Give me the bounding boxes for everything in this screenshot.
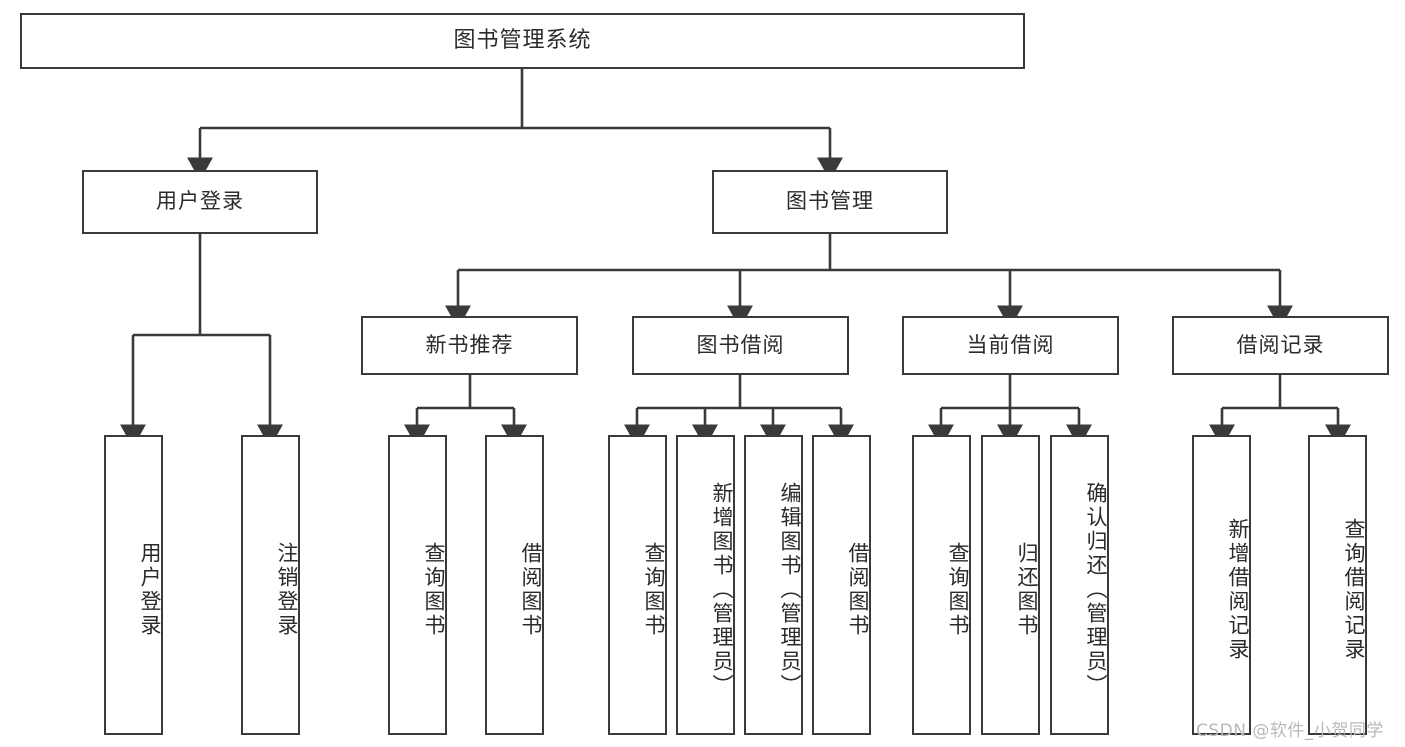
leaf-return-book[interactable]: 归还图书	[981, 435, 1040, 735]
node-label: 编辑图书（管理员）	[778, 482, 802, 698]
leaf-borrow-book-1[interactable]: 借阅图书	[485, 435, 544, 735]
node-user-login[interactable]: 用户登录	[82, 170, 318, 234]
leaf-user-login[interactable]: 用户登录	[104, 435, 163, 735]
node-label: 新增图书（管理员）	[710, 482, 734, 698]
node-borrow-record[interactable]: 借阅记录	[1172, 316, 1389, 375]
csdn-watermark: CSDN @软件_小贺同学	[1196, 721, 1384, 741]
node-current-borrow[interactable]: 当前借阅	[902, 316, 1119, 375]
leaf-add-record[interactable]: 新增借阅记录	[1192, 435, 1251, 735]
leaf-add-book[interactable]: 新增图书（管理员）	[676, 435, 735, 735]
leaf-query-record[interactable]: 查询借阅记录	[1308, 435, 1367, 735]
leaf-query-book-3[interactable]: 查询图书	[912, 435, 971, 735]
leaf-borrow-book-2[interactable]: 借阅图书	[812, 435, 871, 735]
node-label: 归还图书	[1015, 542, 1039, 638]
node-label: 确认归还（管理员）	[1084, 482, 1108, 698]
node-label: 查询借阅记录	[1342, 518, 1366, 662]
leaf-confirm-return[interactable]: 确认归还（管理员）	[1050, 435, 1109, 735]
leaf-user-logout[interactable]: 注销登录	[241, 435, 300, 735]
node-label: 用户登录	[156, 189, 244, 214]
node-label: 借阅图书	[846, 542, 870, 638]
node-label: 图书管理系统	[453, 27, 592, 53]
node-label: 查询图书	[946, 542, 970, 638]
node-label: 新增借阅记录	[1226, 518, 1250, 662]
leaf-query-book-1[interactable]: 查询图书	[388, 435, 447, 735]
node-label: 新书推荐	[425, 332, 514, 357]
node-label: 用户登录	[138, 542, 162, 638]
node-new-book-recommend[interactable]: 新书推荐	[361, 316, 578, 375]
node-root-system[interactable]: 图书管理系统	[20, 13, 1025, 69]
node-book-manage[interactable]: 图书管理	[712, 170, 948, 234]
leaf-query-book-2[interactable]: 查询图书	[608, 435, 667, 735]
node-label: 注销登录	[275, 542, 299, 638]
node-book-borrow[interactable]: 图书借阅	[632, 316, 849, 375]
node-label: 当前借阅	[966, 332, 1055, 357]
node-label: 查询图书	[642, 542, 666, 638]
node-label: 借阅图书	[519, 542, 543, 638]
leaf-edit-book[interactable]: 编辑图书（管理员）	[744, 435, 803, 735]
node-label: 借阅记录	[1236, 332, 1325, 357]
node-label: 查询图书	[422, 542, 446, 638]
node-label: 图书借阅	[696, 332, 785, 357]
node-label: 图书管理	[786, 189, 874, 214]
